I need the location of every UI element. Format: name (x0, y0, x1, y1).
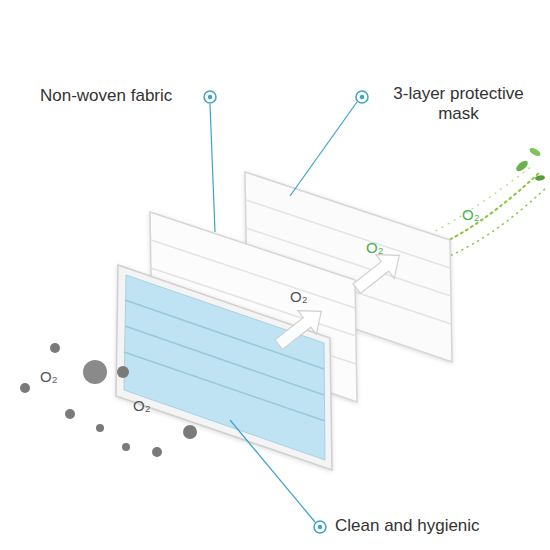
mask-border (116, 265, 332, 470)
callout-label: Non-woven fabric (40, 86, 200, 106)
leader-lines (210, 102, 357, 522)
pleat-lines (124, 300, 325, 421)
callout-label: Clean and hygienic (335, 516, 515, 536)
gas-label: O₂ (133, 397, 163, 415)
gas-label: O₂ (462, 206, 492, 224)
gas-label: O₂ (40, 368, 70, 386)
front-layer (116, 265, 332, 470)
gas-label: O₂ (290, 288, 320, 306)
particles (20, 343, 197, 457)
leaf-icons (514, 146, 545, 181)
gas-label: O₂ (366, 239, 396, 257)
leader-dots (204, 91, 368, 533)
flow-arrow (269, 300, 330, 357)
mask-sheet (124, 275, 325, 460)
callout-label: 3-layer protective mask (376, 84, 541, 125)
